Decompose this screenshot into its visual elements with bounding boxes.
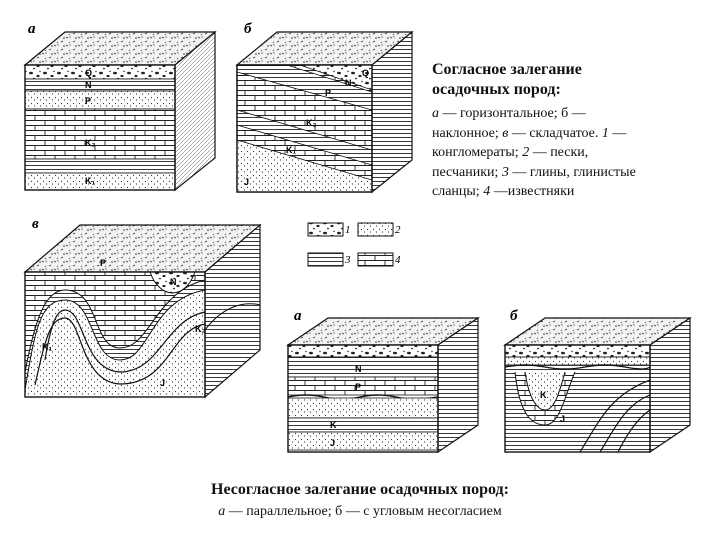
caption-text: — параллельное; б — с угловым несогласие…	[225, 504, 502, 519]
caption-number: 1	[601, 125, 609, 141]
block-inclined	[235, 30, 414, 194]
caption-text: сланцы;	[432, 184, 484, 199]
caption-body: а — горизонтальное; б — наклонное; в — с…	[432, 104, 712, 202]
symbol: K₂	[85, 138, 96, 148]
symbol: K₂	[306, 118, 317, 128]
legend-label-4: 4	[395, 254, 401, 266]
caption-unconformable: Несогласное залегание осадочных пород: а…	[0, 480, 720, 522]
block-horizontal	[23, 30, 217, 192]
caption-body: а — параллельное; б — с угловым несоглас…	[0, 502, 720, 522]
symbol: N	[170, 277, 177, 287]
symbol: Q	[85, 68, 92, 78]
symbol: Q	[362, 68, 369, 78]
caption-letter: а	[218, 504, 226, 519]
caption-conformable: Согласное залегание осадочных пород: а —…	[432, 60, 712, 202]
panel-label-b2: б	[510, 308, 518, 324]
caption-title-line: осадочных пород:	[432, 81, 561, 98]
caption-title-line: Согласное залегание	[432, 61, 582, 78]
symbol: N	[345, 78, 352, 88]
caption-number: 3	[501, 164, 509, 180]
block-parallel-unconformity	[286, 316, 480, 454]
caption-number: 2	[522, 145, 530, 160]
caption-text: —	[608, 125, 627, 141]
symbol: J	[330, 438, 335, 448]
symbol: P	[85, 96, 91, 106]
panel-label-a2: а	[294, 308, 302, 324]
panel-label-v: в	[32, 216, 39, 232]
symbol: J	[160, 378, 165, 388]
caption-title: Согласное залегание осадочных пород:	[432, 60, 712, 100]
caption-text: — складчатое.	[508, 125, 602, 141]
legend-label-2: 2	[395, 224, 401, 236]
symbol: P	[355, 382, 361, 392]
caption-text: —известняки	[490, 184, 575, 199]
symbol: K	[540, 390, 547, 400]
legend-label-3: 3	[344, 254, 351, 266]
legend: 1 2 3 4	[307, 222, 401, 267]
caption-text: — пески,	[529, 145, 589, 160]
symbol: J	[244, 177, 249, 187]
symbol: K₁	[85, 176, 95, 186]
symbol: K₁	[286, 145, 296, 155]
caption-text: — глины, глинистые	[508, 164, 636, 180]
panel-label-a: а	[28, 21, 36, 37]
block-folded	[23, 223, 262, 399]
symbol: K	[330, 420, 337, 430]
block-b-symbols: Q N P K₂ K₁ J	[244, 68, 369, 187]
symbol: N	[85, 80, 92, 90]
legend-label-1: 1	[345, 224, 351, 236]
symbol: K₂	[195, 324, 206, 334]
caption-letter: в	[502, 125, 509, 141]
caption-text: — горизонтальное; б —	[439, 106, 586, 121]
caption-number: 4	[483, 184, 491, 199]
block-a-symbols: Q N P K₂ K₁	[85, 68, 96, 186]
block-b2-symbols: K J	[540, 390, 565, 424]
caption-title: Несогласное залегание осадочных пород:	[211, 481, 509, 498]
panel-label-b: б	[244, 21, 252, 37]
symbol: K₁	[42, 342, 52, 352]
block-a2-symbols: N P K J	[330, 364, 362, 448]
block-angular-unconformity	[503, 316, 692, 454]
caption-text: песчаники;	[432, 164, 502, 180]
symbol: P	[100, 258, 106, 268]
caption-letter: а	[432, 106, 439, 121]
symbol: P	[325, 88, 331, 98]
block-v-symbols: N K₂ K₁ J P	[42, 258, 206, 388]
caption-text: наклонное;	[432, 125, 503, 141]
symbol: J	[560, 414, 565, 424]
symbol: N	[355, 364, 362, 374]
caption-text: конгломераты;	[432, 145, 523, 160]
